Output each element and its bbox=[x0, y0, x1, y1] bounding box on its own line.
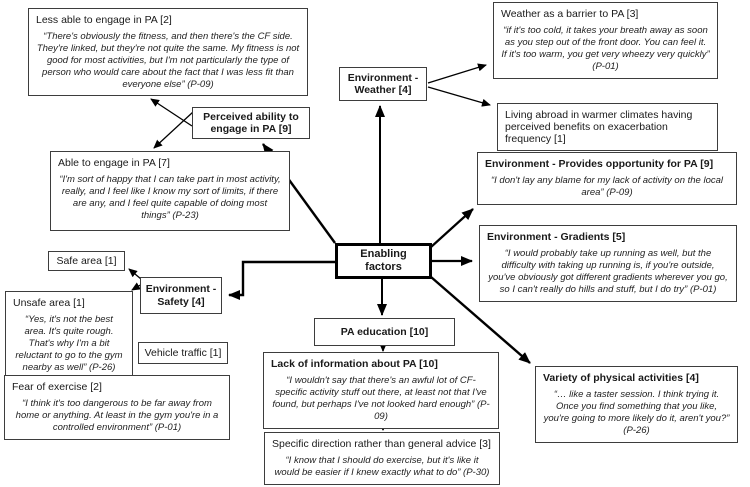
arrow-safety-to-safearea bbox=[128, 268, 142, 280]
box-quote: “I wouldn't say that there's an awful lo… bbox=[272, 375, 490, 422]
arrow-weather-to-livingabroad bbox=[427, 86, 491, 107]
arrow-enabling-to-variety bbox=[430, 276, 531, 364]
arrow-enabling-to-safety bbox=[228, 260, 335, 300]
box-fear-of-exercise: Fear of exercise [2] “I think it's too d… bbox=[4, 375, 230, 440]
arrow-perceived-to-able bbox=[153, 111, 194, 149]
box-title: Unsafe area [1] bbox=[13, 297, 85, 309]
box-title: Fear of exercise [2] bbox=[12, 381, 102, 393]
box-title: Specific direction rather than general a… bbox=[272, 438, 491, 450]
box-title: Environment - Weather [4] bbox=[347, 71, 419, 96]
box-vehicle-traffic: Vehicle traffic [1] bbox=[138, 342, 228, 364]
arrow-weather-to-barrier bbox=[427, 63, 487, 84]
box-title: Environment - Gradients [5] bbox=[487, 231, 626, 243]
box-less-able-to-engage: Less able to engage in PA [2] “There's o… bbox=[28, 8, 308, 97]
box-quote: “if it's too cold, it takes your breath … bbox=[501, 25, 710, 72]
box-title: Weather as a barrier to PA [3] bbox=[501, 8, 639, 20]
box-quote: “I'm sort of happy that I can take part … bbox=[59, 174, 281, 221]
box-quote: “I know that I should do exercise, but i… bbox=[274, 455, 490, 478]
box-quote: “I don't lay any blame for my lack of ac… bbox=[490, 175, 724, 198]
box-safe-area: Safe area [1] bbox=[48, 251, 125, 271]
box-gradients: Environment - Gradients [5] “I would pro… bbox=[479, 225, 737, 302]
box-title: Safe area [1] bbox=[56, 254, 117, 267]
box-weather-barrier: Weather as a barrier to PA [3] “if it's … bbox=[493, 2, 718, 79]
arrow-perceived-to-lessable bbox=[150, 98, 193, 127]
box-title: Vehicle traffic [1] bbox=[144, 346, 222, 359]
box-title: Less able to engage in PA [2] bbox=[36, 14, 172, 26]
box-title: Environment - Provides opportunity for P… bbox=[485, 158, 714, 170]
box-title: PA education [10] bbox=[340, 325, 429, 338]
arrow-enabling-to-opportunity bbox=[430, 208, 474, 248]
box-pa-education: PA education [10] bbox=[314, 318, 455, 346]
box-title: Variety of physical activities [4] bbox=[543, 372, 699, 384]
box-able-to-engage: Able to engage in PA [7] “I'm sort of ha… bbox=[50, 151, 290, 231]
box-living-abroad: Living abroad in warmer climates having … bbox=[497, 103, 718, 152]
box-quote: “I would probably take up running as wel… bbox=[488, 248, 728, 295]
box-quote: “There's obviously the fitness, and then… bbox=[36, 31, 300, 90]
box-quote: “Yes, it's not the best area. It's quite… bbox=[15, 314, 123, 373]
box-variety-of-activities: Variety of physical activities [4] “… li… bbox=[535, 366, 738, 443]
box-title: Living abroad in warmer climates having … bbox=[505, 109, 693, 146]
box-unsafe-area: Unsafe area [1] “Yes, it's not the best … bbox=[5, 291, 133, 380]
box-title: Perceived ability to engage in PA [9] bbox=[203, 110, 299, 135]
box-enabling-factors: Enabling factors bbox=[335, 243, 432, 279]
box-environment-weather: Environment - Weather [4] bbox=[339, 67, 427, 101]
box-provides-opportunity: Environment - Provides opportunity for P… bbox=[477, 152, 737, 205]
box-quote: “I think it's too dangerous to be far aw… bbox=[15, 398, 219, 433]
box-lack-of-information: Lack of information about PA [10] “I wou… bbox=[263, 352, 499, 429]
box-quote: “… like a taster session. I think trying… bbox=[543, 389, 730, 436]
box-specific-direction: Specific direction rather than general a… bbox=[264, 432, 500, 485]
box-title: Able to engage in PA [7] bbox=[58, 157, 170, 169]
box-title: Enabling factors bbox=[360, 248, 407, 273]
box-environment-safety: Environment - Safety [4] bbox=[140, 277, 222, 314]
box-title: Lack of information about PA [10] bbox=[271, 358, 438, 370]
box-perceived-ability: Perceived ability to engage in PA [9] bbox=[192, 107, 310, 139]
box-title: Environment - Safety [4] bbox=[145, 283, 217, 308]
